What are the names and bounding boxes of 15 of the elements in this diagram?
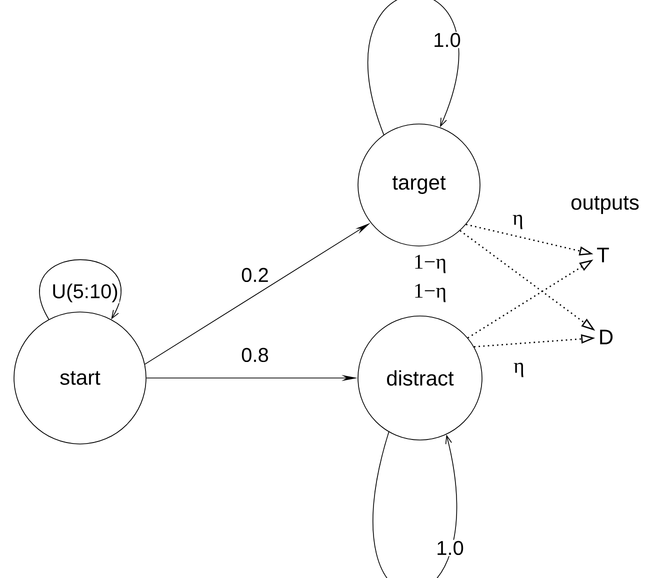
edge-label: 1−η <box>415 284 446 302</box>
heading-label: outputs <box>571 196 639 214</box>
edge-label: η <box>512 214 522 230</box>
output-label: D <box>600 330 613 344</box>
edge-label: 1.0 <box>438 540 464 556</box>
output-label: T <box>597 248 609 262</box>
edge-label: 1.0 <box>434 32 460 48</box>
arrow <box>368 0 460 136</box>
edge-label: 0.8 <box>242 348 268 362</box>
edge-label: η <box>514 362 524 378</box>
edge-label: U(5:10) <box>53 284 118 302</box>
arrow <box>372 432 457 578</box>
edge-label: 1−η <box>415 254 446 274</box>
edge-label: 0.2 <box>242 268 268 282</box>
arrow <box>40 259 121 320</box>
